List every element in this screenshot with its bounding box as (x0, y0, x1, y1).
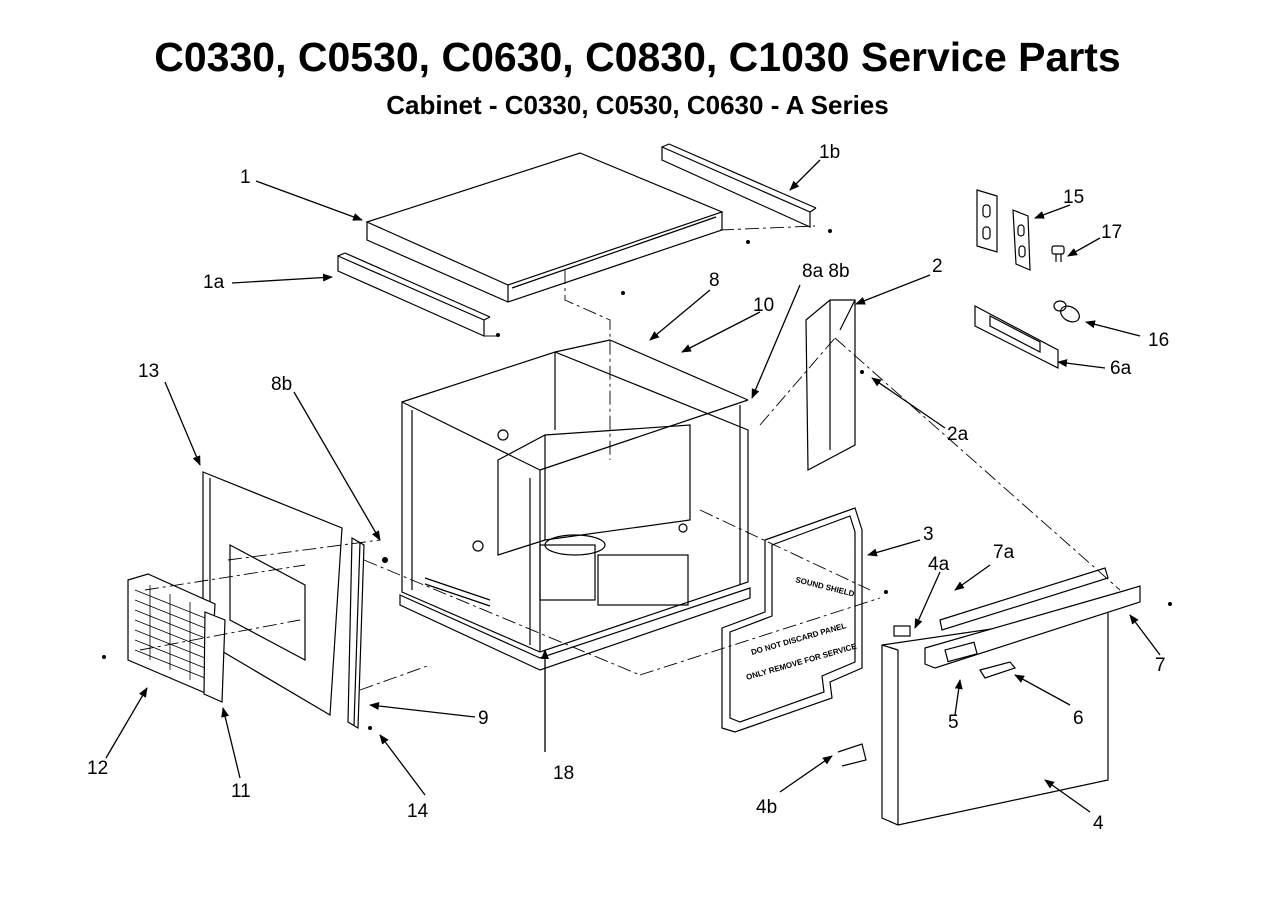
rear-side-panel-part-2 (805, 299, 856, 471)
fastener-dots (102, 229, 1172, 730)
callout-7: 7 (1155, 655, 1166, 676)
callout-4a: 4a (928, 554, 950, 575)
callout-8a-8b: 8a 8b (802, 261, 850, 282)
sound-shield-part-3 (721, 507, 863, 733)
callout-5: 5 (948, 712, 959, 733)
side-panel-part-13 (202, 471, 343, 717)
page-title: C0330, C0530, C0630, C0830, C1030 Servic… (154, 34, 1121, 80)
callout-8: 8 (709, 270, 720, 291)
callout-6a: 6a (1110, 358, 1132, 379)
bracket-part-6a (974, 305, 1059, 369)
callout-10: 10 (753, 295, 774, 316)
cabinet-frame (399, 339, 751, 671)
callout-8b: 8b (271, 374, 292, 395)
assembly-lines (139, 225, 1121, 691)
rear-trim-part-1b (661, 143, 817, 228)
front-trim-part-1a (337, 252, 491, 337)
callout-12: 12 (87, 758, 108, 779)
callout-16: 16 (1148, 330, 1169, 351)
side-rail-part-9 (347, 536, 365, 730)
brackets-part-15 (976, 189, 1031, 271)
callout-1b: 1b (819, 142, 840, 163)
bracket-part-7a (939, 567, 1109, 631)
callout-18: 18 (553, 763, 574, 784)
callout-4: 4 (1093, 813, 1104, 834)
callout-2: 2 (932, 256, 943, 277)
front-trim-part-7 (924, 585, 1141, 669)
grille-part-12 (127, 573, 216, 696)
callout-labels: 1 1a 1b 2 2a 3 4 4a 4b 5 6 6a 7 7a 8 8a … (87, 142, 1169, 834)
grille-frame-part-11 (203, 611, 226, 703)
callout-leaders (105, 159, 1161, 813)
handle-part-6 (979, 661, 1017, 679)
callout-17: 17 (1101, 222, 1122, 243)
callout-1a: 1a (203, 272, 225, 293)
bracket-part-4b (837, 743, 867, 767)
screw-part-17 (1051, 245, 1065, 262)
callout-1: 1 (240, 167, 251, 188)
page-subtitle: Cabinet - C0330, C0530, C0630 - A Series (386, 90, 889, 120)
callout-13: 13 (138, 361, 159, 382)
callout-2a: 2a (947, 424, 969, 445)
callout-3: 3 (923, 524, 934, 545)
callout-15: 15 (1063, 187, 1084, 208)
callout-4b: 4b (756, 797, 777, 818)
callout-11: 11 (231, 781, 251, 802)
top-panel-part-1 (365, 152, 724, 303)
callout-14: 14 (407, 801, 429, 822)
callout-9: 9 (478, 708, 489, 729)
callout-6: 6 (1073, 708, 1084, 729)
fitting-part-16 (1053, 300, 1080, 323)
clip-part-4a (893, 625, 911, 637)
callout-7a: 7a (993, 542, 1015, 563)
